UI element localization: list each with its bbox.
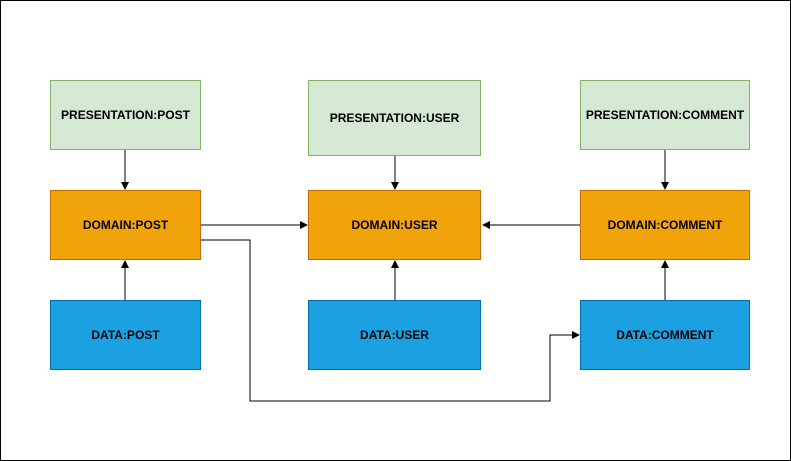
node-presentation-comment[interactable]: PRESENTATION:COMMENT	[580, 80, 750, 150]
node-label: PRESENTATION:USER	[329, 111, 460, 125]
node-presentation-post[interactable]: PRESENTATION:POST	[50, 80, 201, 150]
node-data-user[interactable]: DATA:USER	[308, 300, 481, 370]
node-label: DOMAIN:POST	[82, 218, 169, 232]
node-label: DOMAIN:USER	[351, 218, 438, 232]
node-domain-comment[interactable]: DOMAIN:COMMENT	[580, 190, 750, 260]
node-domain-post[interactable]: DOMAIN:POST	[50, 190, 201, 260]
node-domain-user[interactable]: DOMAIN:USER	[308, 190, 481, 260]
node-presentation-user[interactable]: PRESENTATION:USER	[308, 80, 481, 156]
node-label: PRESENTATION:POST	[61, 108, 190, 122]
node-label: PRESENTATION:COMMENT	[585, 108, 745, 122]
node-label: DATA:USER	[360, 328, 429, 342]
node-data-comment[interactable]: DATA:COMMENT	[580, 300, 750, 370]
node-label: DATA:COMMENT	[616, 328, 714, 342]
node-label: DATA:POST	[91, 328, 160, 342]
edge-domain-post-to-data-comment	[201, 239, 580, 402]
node-data-post[interactable]: DATA:POST	[50, 300, 201, 370]
node-label: DOMAIN:COMMENT	[607, 218, 723, 232]
